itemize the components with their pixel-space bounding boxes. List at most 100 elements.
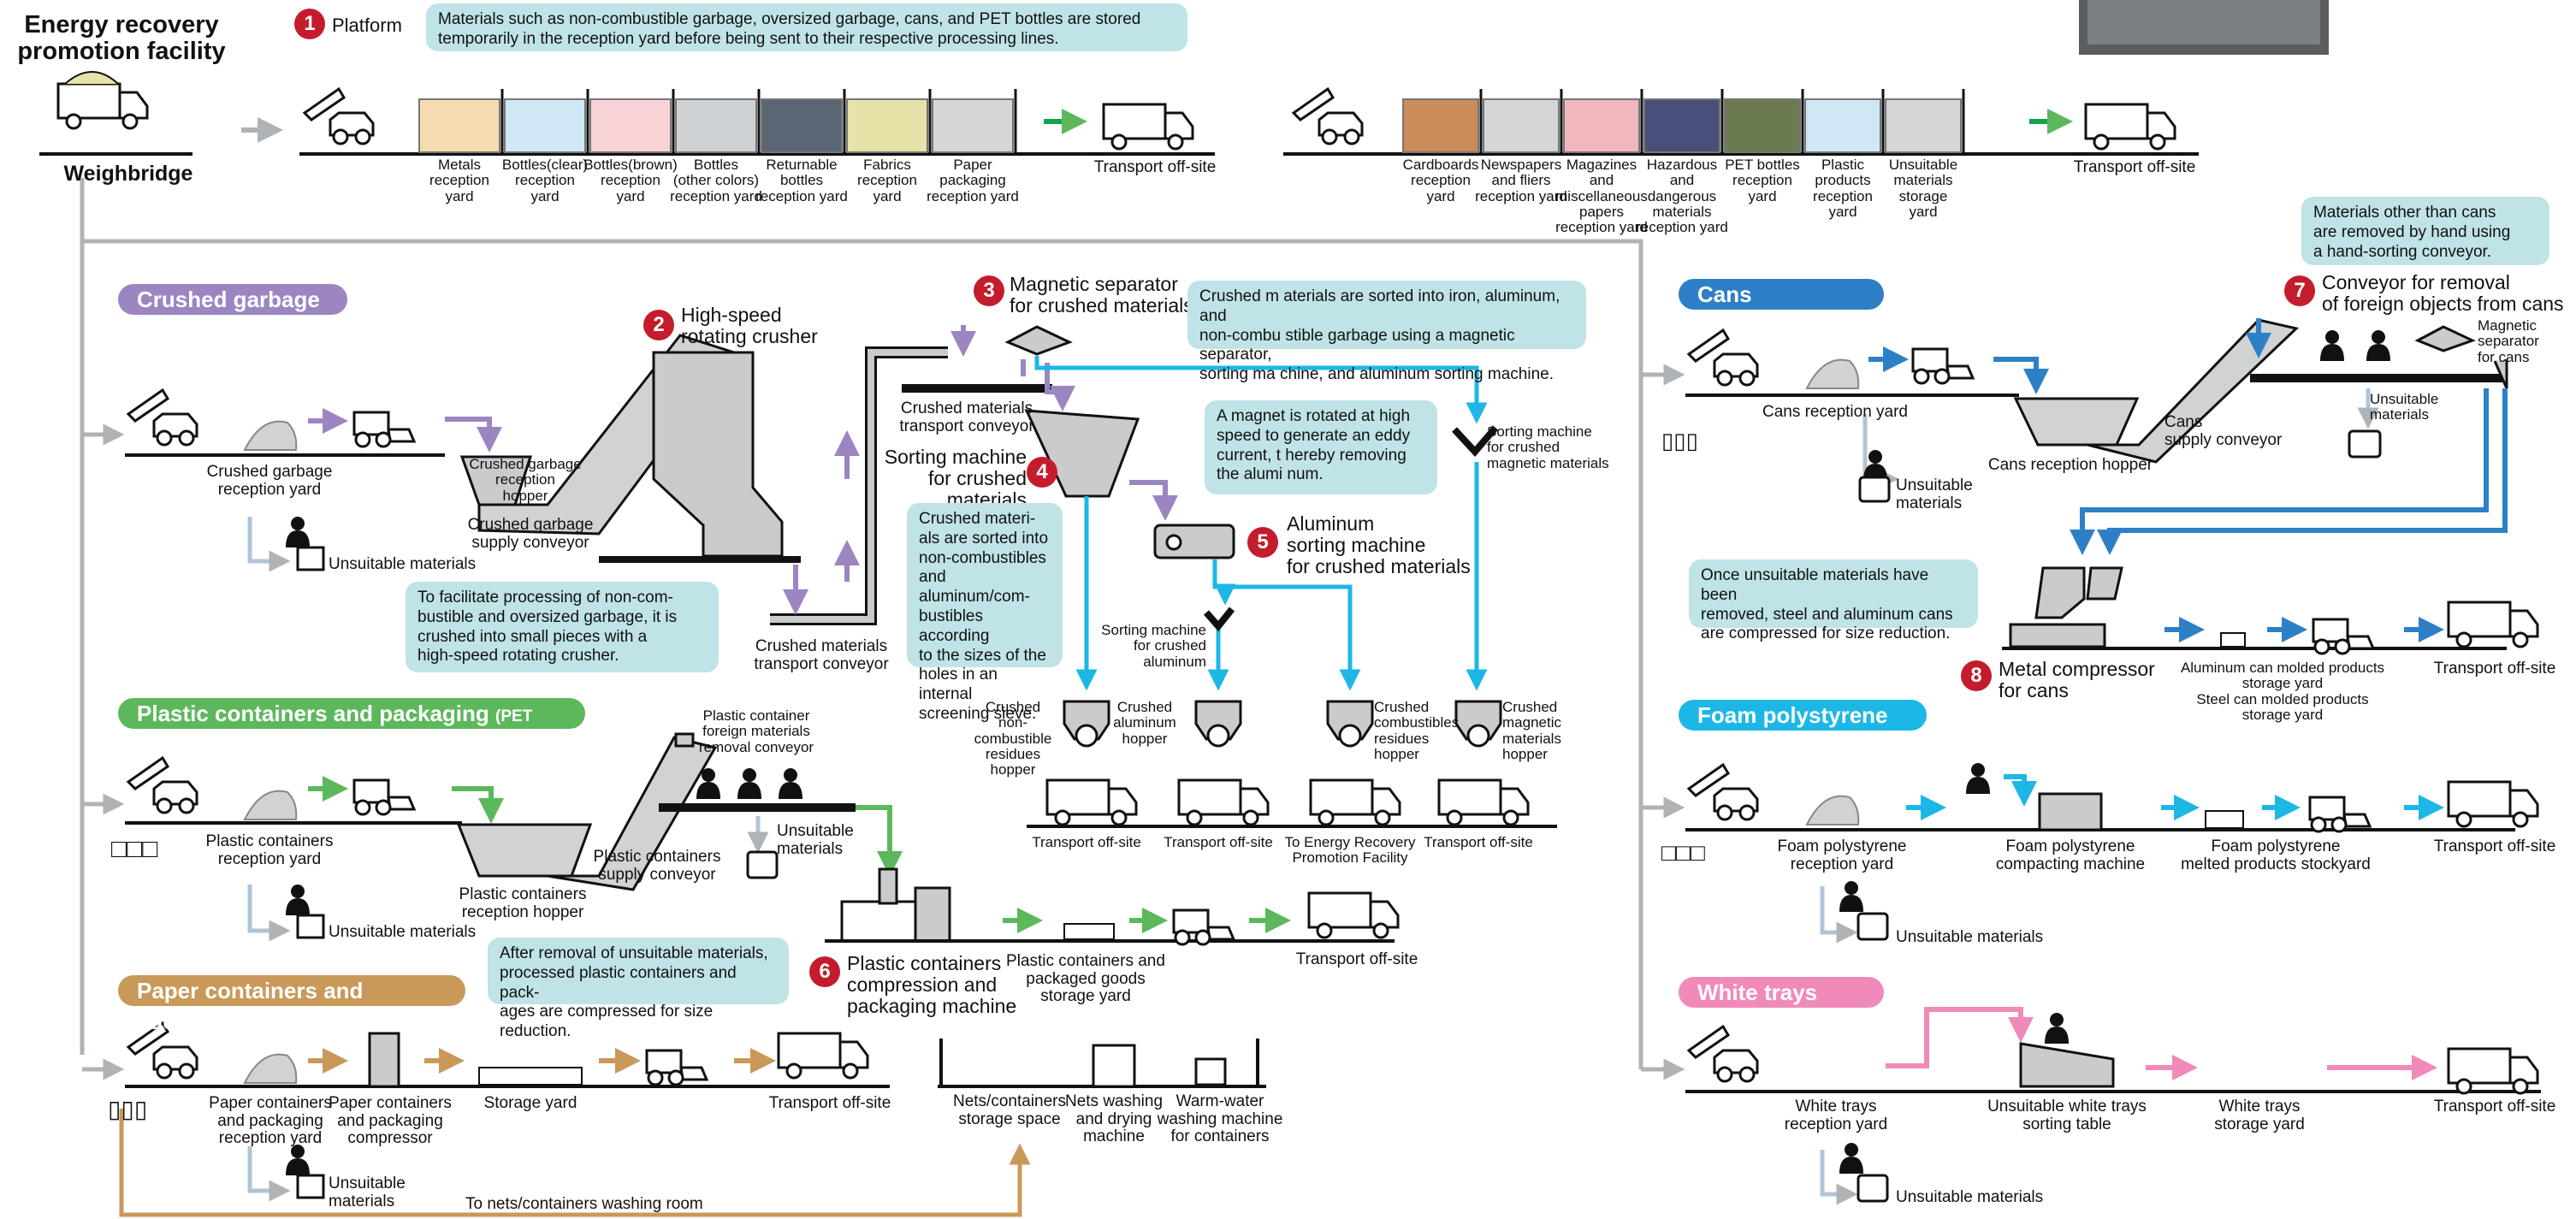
badge-4: 4	[1027, 457, 1057, 488]
facility-title: Energy recovery promotion facility	[17, 11, 226, 66]
crushed-transport-conveyor-top: Crushed materials transport conveyor	[899, 399, 1034, 435]
cans-storage: Aluminum can molded products storage yar…	[2180, 660, 2385, 724]
badge-7: 7	[2284, 275, 2315, 306]
header-plastic-containers: Plastic containers and packaging (PET bo…	[118, 698, 585, 760]
warm-water-washing: Warm-water washing machine for container…	[1157, 1092, 1283, 1146]
yard-label: Cardboards reception yard	[1402, 157, 1479, 204]
transport-truck-icon	[1437, 778, 1530, 826]
paper-reception-yard: Paper containers and packaging reception…	[209, 1094, 332, 1148]
nets-storage: Nets/containers storage space	[952, 1092, 1066, 1128]
plastic-transport: Transport off-site	[1295, 950, 1418, 968]
yard-box	[932, 98, 1014, 153]
paper-transport: Transport off-site	[768, 1094, 891, 1112]
yard-box	[589, 98, 672, 153]
yard-label: Metals reception yard	[429, 157, 489, 204]
plastic-note: After removal of unsuitable materials, p…	[488, 938, 789, 1040]
yard-label: Plastic products reception yard	[1813, 157, 1873, 221]
crushed-hopper-label: Crushed magnetic materials hopper	[1502, 699, 1561, 763]
plastic-supply-conveyor: Plastic containers supply conveyor	[593, 848, 721, 884]
crushed-reception-yard: Crushed garbage reception yard	[206, 463, 333, 499]
plastic-header-sub: (PET bottles)	[137, 707, 533, 760]
svg-text:▯▯▯: ▯▯▯	[108, 1096, 147, 1122]
badge-3: 3	[974, 275, 1004, 306]
crusher-label: High-speed rotating crusher	[681, 304, 818, 347]
yard-box	[675, 98, 757, 153]
paper-compressor: Paper containers and packaging compresso…	[329, 1094, 452, 1148]
foam-transport: Transport off-site	[2433, 837, 2556, 855]
foam-unsuitable: Unsuitable materials	[1896, 928, 2044, 946]
crushed-hopper-label: Crushed non-combustible residues hopper	[974, 699, 1052, 778]
washing-room-label: To nets/containers washing room	[465, 1195, 703, 1213]
foam-reception-yard: Foam polystyrene reception yard	[1777, 837, 1907, 873]
foam-melted: Foam polystyrene melted products stockya…	[2181, 837, 2371, 873]
crushed-hopper-label: Crushed combustibles residues hopper	[1374, 699, 1460, 763]
paper-unsuitable: Unsuitable materials	[329, 1175, 406, 1210]
sorting-magnetic-label: Sorting machine for crushed magnetic mat…	[1487, 423, 1609, 471]
platform-transport-right: Transport off-site	[2073, 158, 2196, 176]
sorting-aluminum-label: Sorting machine for crushed aluminum	[1101, 622, 1206, 670]
trays-sorting: Unsuitable white trays sorting table	[1987, 1098, 2147, 1133]
platform-note: Materials such as non-combustible garbag…	[426, 3, 1187, 51]
transport-truck-icon	[1309, 778, 1401, 826]
yard-label: Hazardous and dangerous materials recept…	[1636, 157, 1728, 236]
weighbridge-label: Weighbridge	[63, 162, 193, 186]
yard-box	[1885, 98, 1962, 153]
header-cans: Cans	[1679, 279, 1884, 310]
yard-box	[761, 98, 843, 153]
cans-conveyor-note: Materials other than cans are removed by…	[2301, 197, 2549, 265]
plastic-compression-label: Plastic containers compression and packa…	[847, 952, 1017, 1017]
metal-compressor-label: Metal compressor for cans	[1999, 658, 2155, 701]
cans-magnetic: Magnetic separator for cans	[2478, 317, 2539, 365]
badge-1: 1	[294, 9, 325, 39]
crushed-transport-label: Transport off-site	[1424, 834, 1533, 850]
magnetic-separator-label: Magnetic separator for crushed materials	[1010, 273, 1193, 317]
trays-unsuitable: Unsuitable materials	[1896, 1188, 2044, 1206]
cans-conveyor-label: Conveyor for removal of foreign objects …	[2322, 271, 2564, 315]
crushed-hopper: Crushed garbage reception hopper	[469, 456, 582, 504]
yard-box	[504, 98, 586, 153]
nets-washing: Nets washing and drying machine	[1064, 1092, 1164, 1146]
aluminum-note: A magnet is rotated at high speed to gen…	[1205, 400, 1437, 494]
header-crushed-garbage: Crushed garbage	[118, 284, 347, 315]
yard-box	[1724, 98, 1801, 153]
crushed-transport-label: Transport off-site	[1032, 834, 1141, 850]
yard-label: Returnable bottles reception yard	[755, 157, 848, 204]
cans-transport: Transport off-site	[2433, 660, 2556, 678]
aluminum-sorting-label: Aluminum sorting machine for crushed mat…	[1287, 512, 1471, 577]
badge-8: 8	[1961, 660, 1992, 691]
plastic-unsuitable-top: Unsuitable materials	[777, 822, 854, 858]
platform-label: Platform	[332, 15, 402, 36]
plastic-header-title: Plastic containers and packaging	[137, 701, 489, 726]
plastic-line: □□□	[111, 732, 1400, 946]
plastic-reception-yard: Plastic containers reception yard	[205, 832, 334, 868]
svg-text:□□□: □□□	[111, 835, 158, 863]
yard-box	[1402, 98, 1479, 153]
transport-truck-icon	[1045, 778, 1138, 826]
paper-storage: Storage yard	[483, 1094, 577, 1112]
crushed-transport-label: To Energy Recovery Promotion Facility	[1284, 834, 1416, 867]
yard-box	[846, 98, 928, 153]
magnetic-separator-note: Crushed m aterials are sorted into iron,…	[1187, 281, 1586, 383]
crushed-transport-label: Transport off-site	[1164, 834, 1273, 850]
yard-box	[418, 98, 500, 153]
crushed-hopper-label: Crushed aluminum hopper	[1113, 699, 1176, 747]
white-trays-line	[1685, 1007, 2541, 1205]
paper-line: ▯▯▯	[108, 1021, 1266, 1217]
yard-box	[1804, 98, 1881, 153]
transport-truck-icon	[1177, 778, 1270, 826]
foam-line: □□□	[1661, 763, 2539, 944]
crushed-transport-conveyor-low: Crushed materials transport conveyor	[754, 637, 889, 673]
foam-compacting: Foam polystyrene compacting machine	[1995, 837, 2146, 873]
crusher-note: To facilitate processing of non-com- bus…	[406, 582, 719, 672]
cans-compress-note: Once unsuitable materials have been remo…	[1689, 559, 1978, 642]
yard-label: Bottles (other colors) reception yard	[670, 157, 762, 204]
svg-text:□□□: □□□	[1661, 839, 1705, 866]
crushed-unsuitable: Unsuitable materials	[329, 555, 477, 573]
cans-line: ▯▯▯	[1661, 318, 2539, 655]
sorting-machine-note: Crushed materi- als are sorted into non-…	[907, 503, 1063, 723]
plastic-unsuitable: Unsuitable materials	[329, 923, 477, 941]
yard-label: Newspapers and fliers reception yard	[1475, 157, 1567, 204]
yard-label: Bottles(brown) reception yard	[583, 157, 678, 204]
crushed-hopper-icon	[1194, 700, 1242, 748]
